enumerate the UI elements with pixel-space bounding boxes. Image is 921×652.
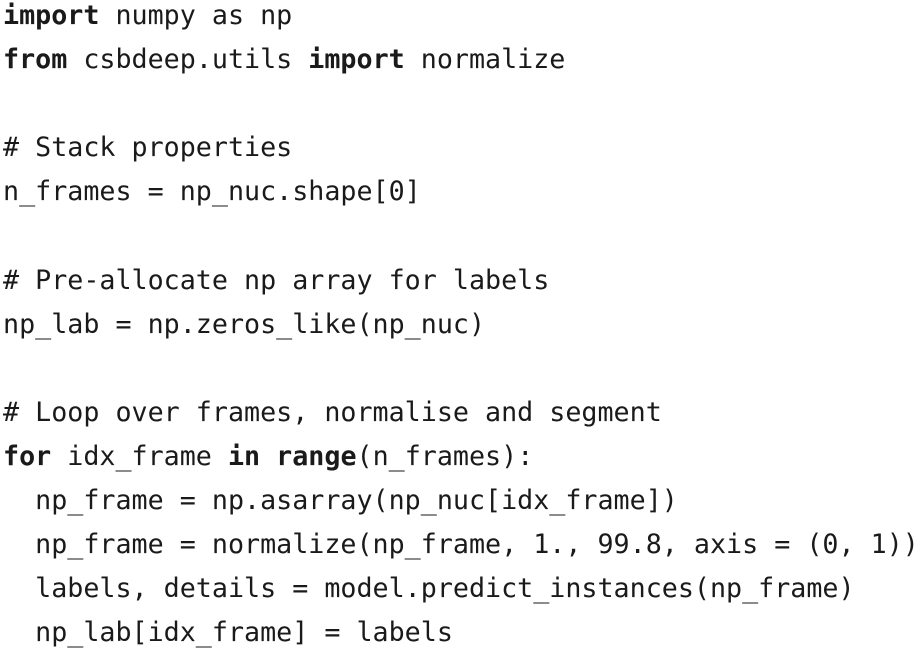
- code-line: [3, 347, 921, 391]
- code-line: # Loop over frames, normalise and segmen…: [3, 391, 921, 435]
- code-line: np_lab[idx_frame] = labels: [3, 611, 921, 652]
- code-text: numpy as np: [99, 0, 293, 31]
- code-text: np_frame = normalize(np_frame, 1., 99.8,…: [3, 529, 919, 561]
- code-line: n_frames = np_nuc.shape[0]: [3, 170, 921, 214]
- code-line: from csbdeep.utils import normalize: [3, 38, 921, 82]
- code-line: # Stack properties: [3, 126, 921, 170]
- python-keyword: range: [276, 440, 357, 472]
- code-line: np_lab = np.zeros_like(np_nuc): [3, 303, 921, 347]
- python-keyword: in: [227, 440, 261, 472]
- code-line: np_frame = np.asarray(np_nuc[idx_frame]): [3, 479, 921, 523]
- code-text: csbdeep.utils: [67, 44, 309, 76]
- code-line: import numpy as np: [3, 0, 921, 38]
- python-keyword: import: [3, 0, 100, 31]
- code-text: np_frame = np.asarray(np_nuc[idx_frame]): [3, 485, 678, 517]
- code-text: labels, details = model.predict_instance…: [3, 573, 855, 605]
- python-keyword: import: [308, 44, 405, 76]
- code-line: for idx_frame in range(n_frames):: [3, 435, 921, 479]
- code-line: [3, 82, 921, 126]
- code-text: np_lab[idx_frame] = labels: [3, 617, 453, 649]
- python-keyword: from: [3, 44, 68, 76]
- code-line: [3, 214, 921, 258]
- code-text: normalize: [404, 44, 566, 76]
- code-text: # Pre-allocate np array for labels: [3, 264, 550, 296]
- code-line: np_frame = normalize(np_frame, 1., 99.8,…: [3, 523, 921, 567]
- code-text: [260, 441, 276, 472]
- code-text: (n_frames):: [356, 440, 534, 472]
- code-line: labels, details = model.predict_instance…: [3, 567, 921, 611]
- code-text: # Stack properties: [3, 132, 293, 164]
- code-text: idx_frame: [51, 440, 228, 472]
- code-text: np_lab = np.zeros_like(np_nuc): [3, 308, 486, 340]
- code-line: # Pre-allocate np array for labels: [3, 259, 921, 303]
- python-keyword: for: [3, 440, 52, 472]
- code-text: n_frames = np_nuc.shape[0]: [3, 176, 421, 208]
- code-text: # Loop over frames, normalise and segmen…: [3, 396, 662, 428]
